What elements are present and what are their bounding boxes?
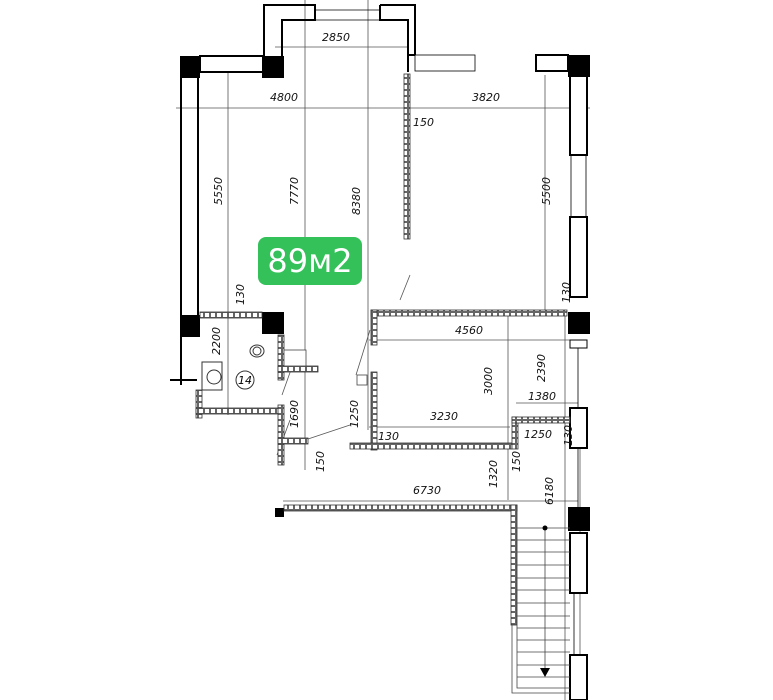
stair-direction-arrow-icon [540, 668, 550, 677]
dim-wall-150-right: 150 [510, 451, 523, 472]
dim-bottom-width: 6730 [413, 484, 441, 497]
dim-right-lower-height: 2390 [535, 354, 548, 382]
dim-small-width: 1380 [528, 390, 556, 403]
exterior-walls [170, 4, 588, 700]
vent-shafts [283, 349, 368, 386]
dim-total-height: 8380 [350, 187, 363, 215]
dim-top-opening: 2850 [322, 31, 350, 44]
dim-left-room-width: 4800 [270, 91, 298, 104]
dim-middle-room-height: 3000 [482, 367, 495, 395]
dim-right-offset: 130 [560, 282, 573, 303]
dim-left-offset: 130 [234, 284, 247, 305]
dim-middle-room-width: 4560 [455, 324, 483, 337]
dimension-lines [176, 0, 590, 700]
dim-right-height: 5500 [540, 177, 553, 205]
sink-icon [201, 361, 223, 391]
toilet-icon [249, 344, 265, 358]
structural-columns [180, 55, 590, 531]
dim-bath-height: 2200 [210, 327, 223, 355]
masonry-partitions [195, 73, 571, 626]
area-badge: 89м2 [258, 237, 362, 285]
bathroom-fixtures [201, 344, 265, 391]
dimension-labels: 2850 4800 3820 150 5550 7770 8380 5500 1… [210, 31, 575, 505]
dim-mid-height: 7770 [288, 177, 301, 205]
dim-left-height: 5550 [212, 177, 225, 205]
dim-corridor-offset: 130 [378, 430, 399, 443]
dim-corridor-height: 1320 [487, 460, 500, 488]
dim-small-room-width: 1250 [524, 428, 552, 441]
dim-stair-length: 6180 [543, 477, 556, 505]
dim-small-room-offset: 130 [562, 425, 575, 446]
room-number-circle [235, 370, 255, 390]
staircase [511, 527, 570, 694]
dim-wall-1690: 1690 [288, 400, 301, 428]
dim-partition: 150 [413, 116, 434, 129]
dim-door-1250: 1250 [348, 400, 361, 428]
dim-corridor-width: 3230 [430, 410, 458, 423]
stair-start-dot [542, 525, 548, 531]
dim-right-room-width: 3820 [472, 91, 500, 104]
dim-wall-150-left: 150 [314, 451, 327, 472]
room-number: 14 [238, 374, 252, 387]
